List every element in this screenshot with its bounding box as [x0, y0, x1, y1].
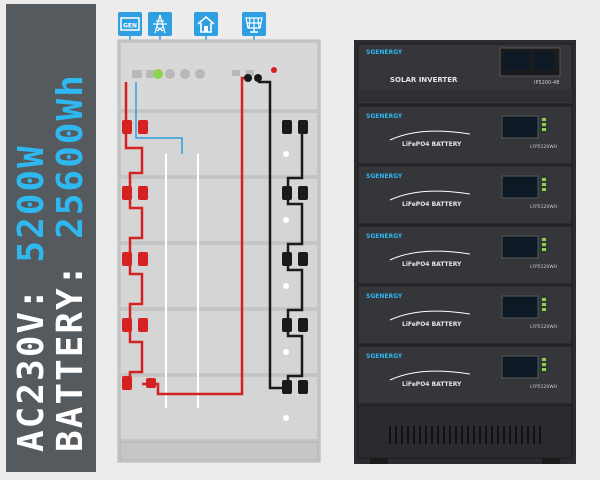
- svg-text:SGENERGY: SGENERGY: [366, 353, 403, 360]
- inverter-title: SOLAR INVERTER: [390, 76, 458, 84]
- battery-unit: SGENERGY LiFePO4 BATTERY LFP5120WH: [357, 105, 573, 165]
- svg-text:LFP5120WH: LFP5120WH: [530, 264, 557, 270]
- energy-storage-cabinet: SGENERGY SOLAR INVERTER IP5200-48 SGENER…: [354, 40, 576, 464]
- wiring-diagram: GEN: [117, 12, 321, 463]
- solar-panel-icon: [242, 12, 266, 36]
- ac-output-text: AC230V: 5200W: [11, 144, 52, 452]
- battery-unit: SGENERGY LiFePO4 BATTERY LFP5120WH: [357, 345, 573, 405]
- battery-unit: SGENERGY LiFePO4 BATTERY LFP5120WH: [357, 165, 573, 225]
- generator-icon: GEN: [118, 12, 142, 36]
- svg-text:SGENERGY: SGENERGY: [366, 113, 403, 120]
- svg-text:SGENERGY: SGENERGY: [366, 233, 403, 240]
- home-icon: [194, 12, 218, 36]
- inverter-model: IP5200-48: [534, 80, 559, 86]
- battery-module-slots: [119, 111, 319, 441]
- svg-text:LFP5120WH: LFP5120WH: [530, 324, 557, 330]
- solar-inverter-unit: SGENERGY SOLAR INVERTER IP5200-48: [357, 43, 573, 105]
- svg-text:LiFePO4 BATTERY: LiFePO4 BATTERY: [402, 381, 462, 388]
- svg-text:LFP5120WH: LFP5120WH: [530, 384, 557, 390]
- cabinet-base-vent: [357, 405, 573, 464]
- svg-text:LFP5120WH: LFP5120WH: [530, 144, 557, 150]
- battery-capacity-text: BATTERY: 25600Wh: [50, 73, 91, 452]
- inverter-brand: SGENERGY: [366, 49, 403, 56]
- svg-text:LFP5120WH: LFP5120WH: [530, 204, 557, 210]
- grid-tower-icon: [148, 12, 172, 36]
- svg-text:LiFePO4 BATTERY: LiFePO4 BATTERY: [402, 321, 462, 328]
- spec-panel: AC230V: 5200W BATTERY: 25600Wh: [6, 4, 96, 472]
- svg-text:SGENERGY: SGENERGY: [366, 173, 403, 180]
- svg-text:LiFePO4 BATTERY: LiFePO4 BATTERY: [402, 201, 462, 208]
- svg-text:LiFePO4 BATTERY: LiFePO4 BATTERY: [402, 141, 462, 148]
- svg-text:SGENERGY: SGENERGY: [366, 293, 403, 300]
- svg-text:GEN: GEN: [123, 23, 137, 30]
- battery-unit: SGENERGY LiFePO4 BATTERY LFP5120WH: [357, 285, 573, 345]
- svg-text:LiFePO4 BATTERY: LiFePO4 BATTERY: [402, 261, 462, 268]
- battery-unit: SGENERGY LiFePO4 BATTERY LFP5120WH: [357, 225, 573, 285]
